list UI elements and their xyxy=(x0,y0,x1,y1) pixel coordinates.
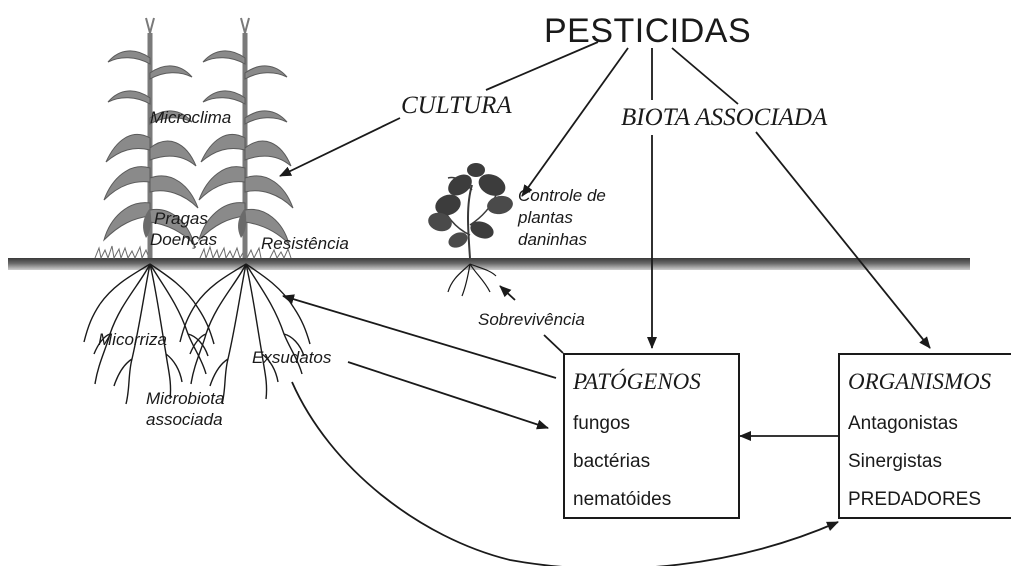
label-micorriza: Micorriza xyxy=(98,330,167,350)
label-exsudatos: Exsudatos xyxy=(252,348,331,368)
organismos-item: PREDADORES xyxy=(848,489,981,511)
organismos-title: ORGANISMOS xyxy=(848,369,991,395)
label-resistencia: Resistência xyxy=(261,234,349,254)
arrow-biota-organismos xyxy=(756,132,930,348)
patogenos-item: fungos xyxy=(573,413,630,435)
patogenos-title: PATÓGENOS xyxy=(573,369,701,395)
arrow-pesticidas-weed xyxy=(522,48,628,196)
label-sobrevivencia: Sobrevivência xyxy=(478,310,585,330)
line-sobrevivencia-box xyxy=(544,335,563,353)
label-doencas: Doenças xyxy=(150,230,217,250)
patogenos-item: bactérias xyxy=(573,451,650,473)
patogenos-box: PATÓGENOS fungos bactérias nematóides xyxy=(563,353,740,519)
organismos-item: Antagonistas xyxy=(848,413,958,435)
roots-icon xyxy=(180,264,310,404)
arrow-cultura-crop xyxy=(280,118,400,176)
weed-plant-icon xyxy=(426,163,514,296)
organismos-item: Sinergistas xyxy=(848,451,942,473)
label-pragas: Pragas xyxy=(154,209,208,229)
page-title: PESTICIDAS xyxy=(544,12,751,51)
label-controle-2: plantas xyxy=(518,208,573,228)
label-controle-3: daninhas xyxy=(518,230,587,250)
label-microbiota-2: associada xyxy=(146,410,223,430)
label-cultura: CULTURA xyxy=(401,92,512,121)
label-microclima: Microclima xyxy=(150,108,231,128)
line-pesticidas-diag xyxy=(672,48,738,104)
arrow-sobrevivencia xyxy=(500,286,515,300)
label-biota-associada: BIOTA ASSOCIADA xyxy=(621,104,827,133)
arrow-exsudatos-patogenos xyxy=(348,362,548,428)
organismos-box: ORGANISMOS Antagonistas Sinergistas PRED… xyxy=(838,353,1011,519)
label-microbiota-1: Microbiota xyxy=(146,389,224,409)
label-controle-1: Controle de xyxy=(518,186,606,206)
corn-plant-icon xyxy=(199,18,293,258)
patogenos-item: nematóides xyxy=(573,489,671,511)
